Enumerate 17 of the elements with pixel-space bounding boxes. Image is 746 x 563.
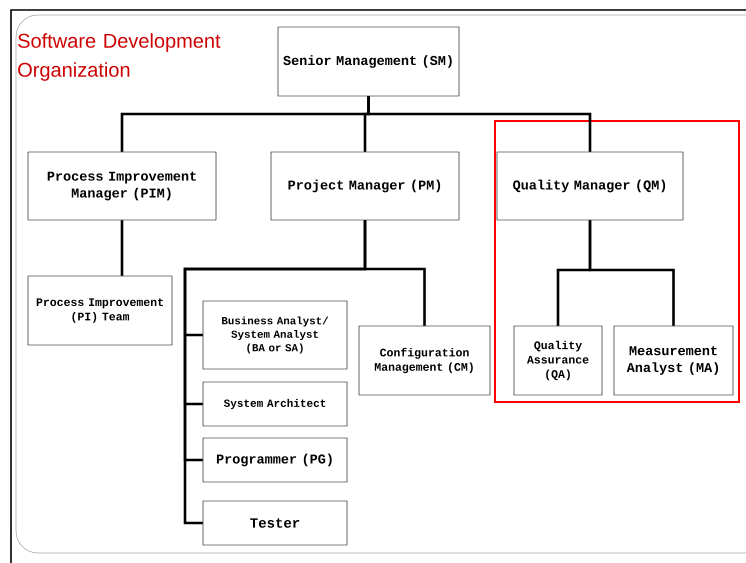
org-box: Business Analyst/ System Analyst (BA or SA) bbox=[202, 300, 348, 370]
connector-line bbox=[367, 96, 592, 152]
org-box: System Architect bbox=[202, 382, 348, 426]
org-box: Quality Manager (QM) bbox=[496, 152, 684, 220]
org-box: Process Improvement (PI) Team bbox=[28, 276, 172, 346]
connector-line bbox=[364, 220, 426, 326]
org-box: Senior Management (SM) bbox=[278, 26, 460, 96]
org-box: Tester bbox=[202, 500, 348, 546]
org-box: Programmer (PG) bbox=[202, 438, 348, 482]
title: Software Development Organization bbox=[18, 33, 220, 81]
connector-line bbox=[120, 220, 124, 276]
org-box: Project Manager (PM) bbox=[270, 152, 460, 220]
org-box: Configuration Management (CM) bbox=[358, 326, 490, 396]
connector-line bbox=[588, 220, 675, 326]
org-box: Process Improvement Manager (PIM) bbox=[28, 152, 216, 220]
org-box: Quality Assurance (QA) bbox=[514, 326, 602, 396]
org-box: Measurement Analyst (MA) bbox=[614, 326, 734, 396]
